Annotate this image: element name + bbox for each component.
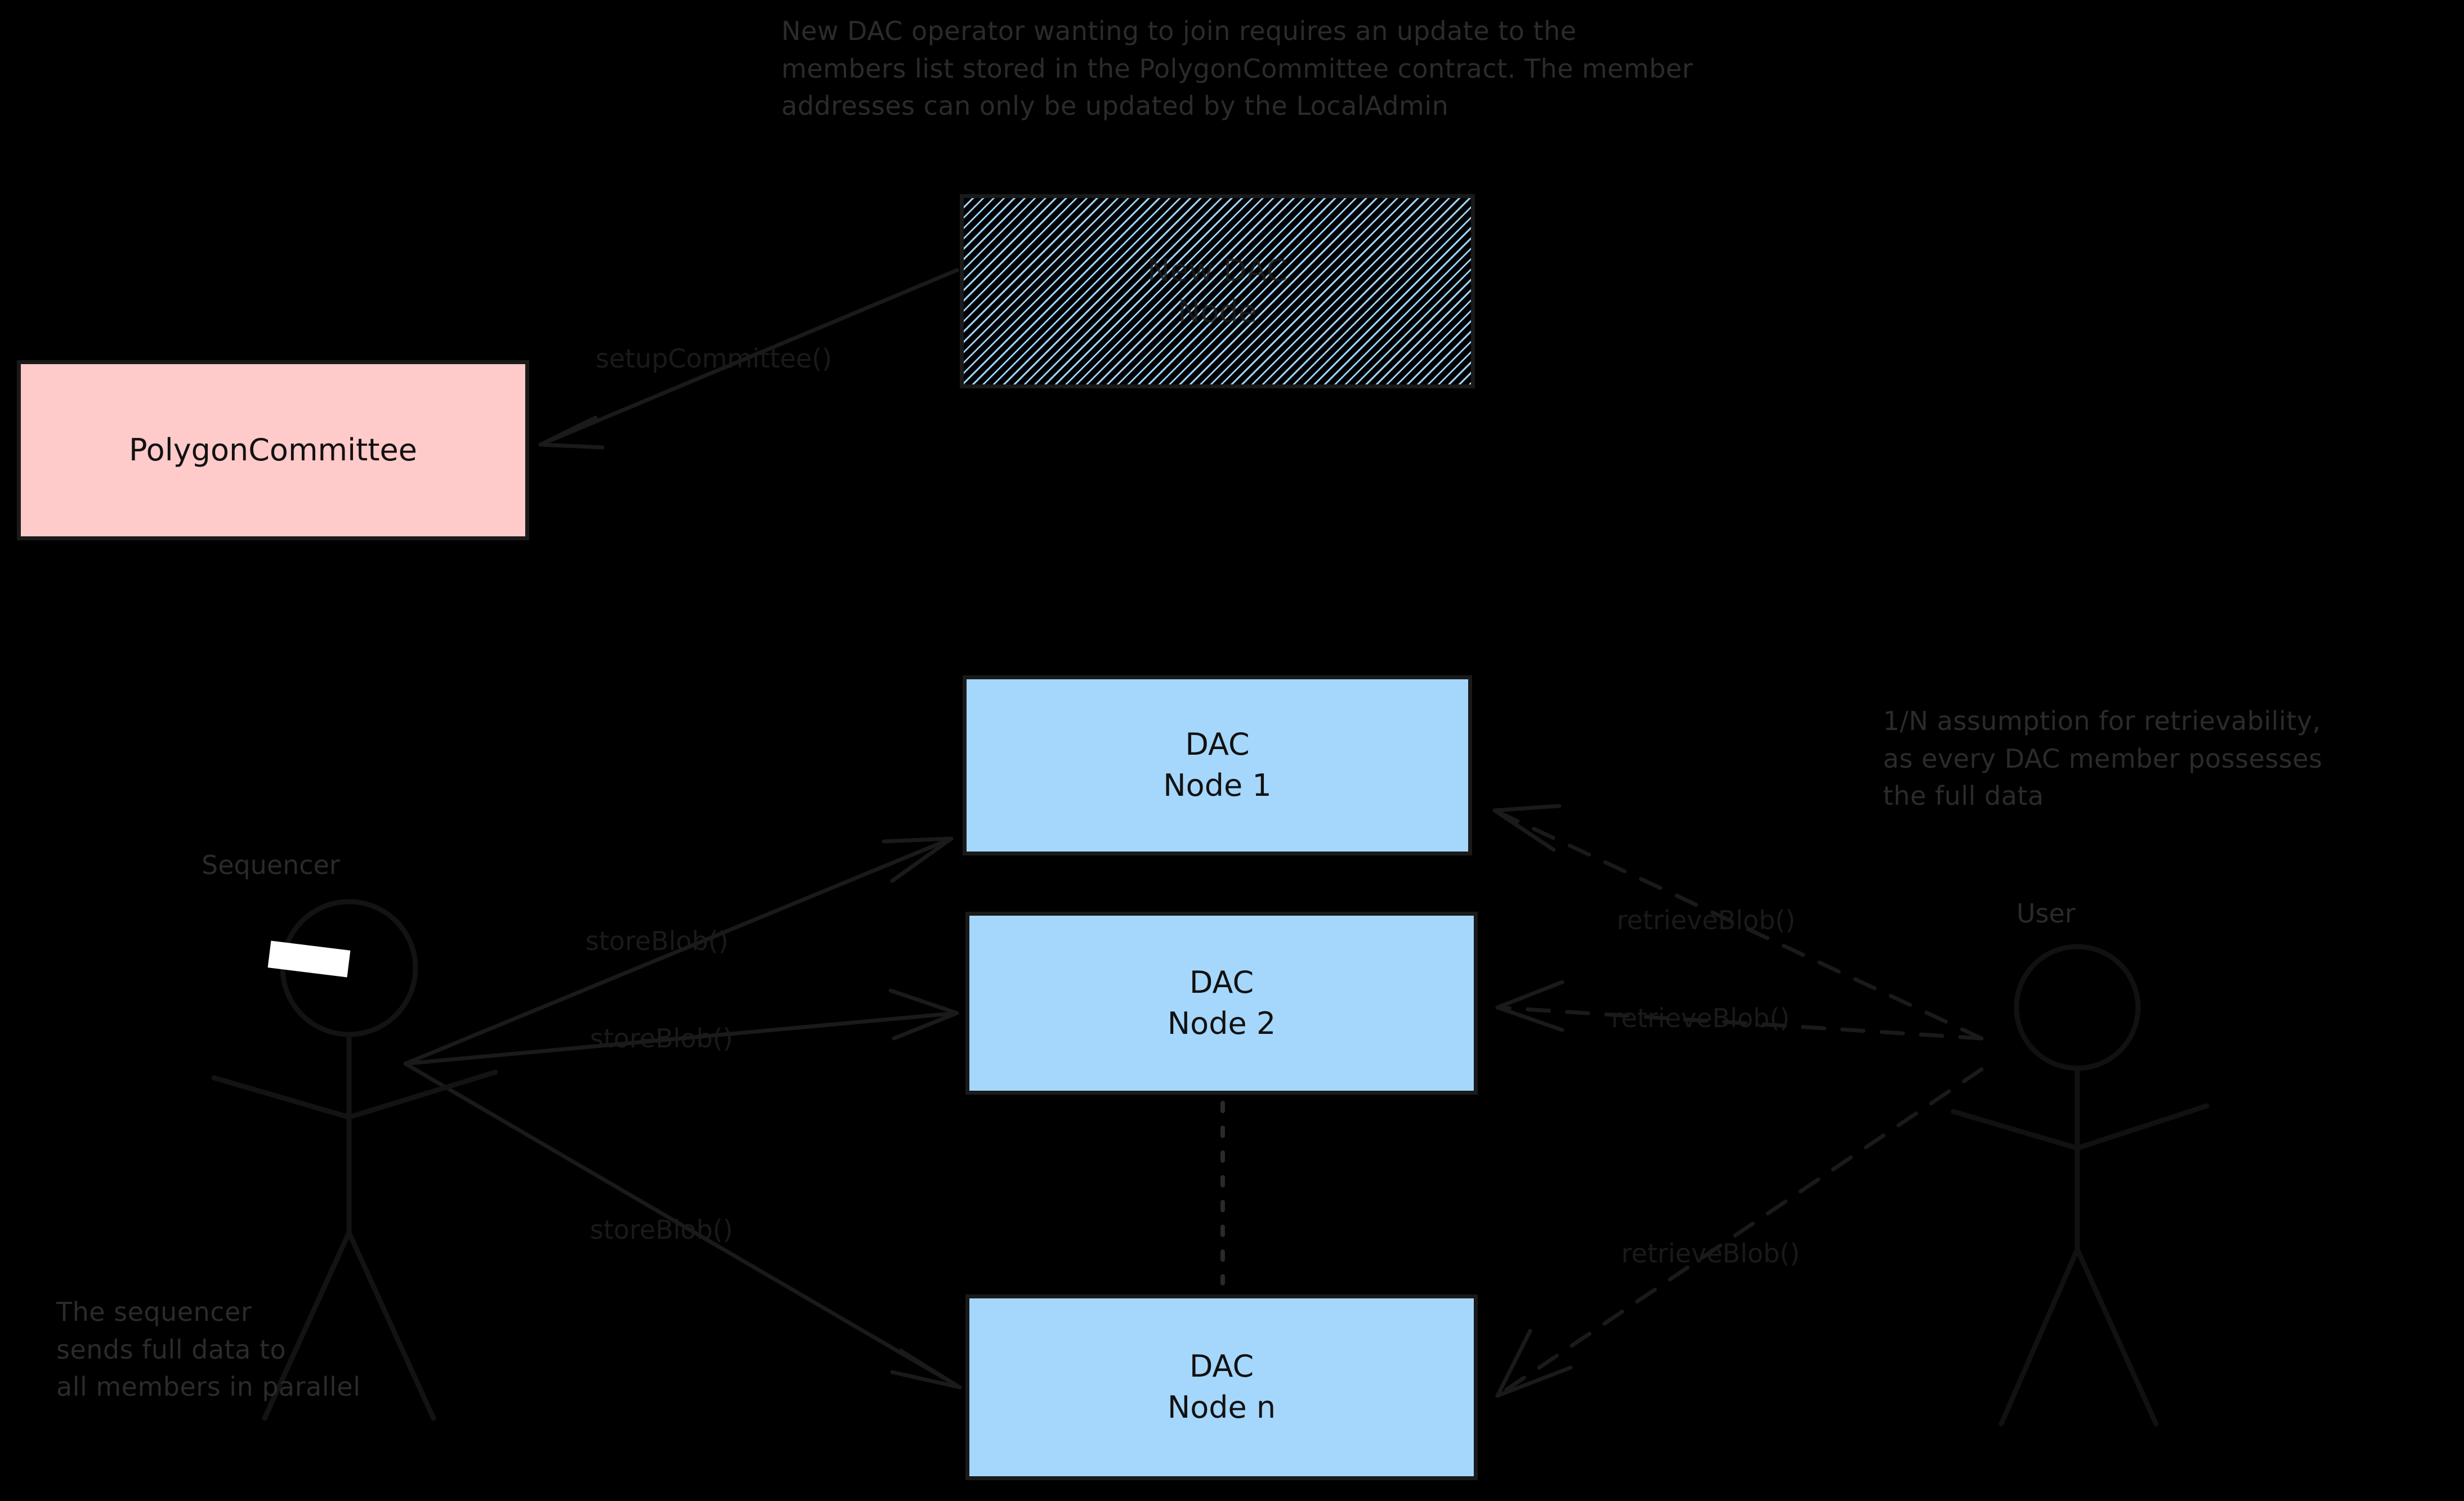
- dac-node-1-label-line1: DAC: [1185, 727, 1250, 763]
- dac-node-n-label-line2: Node n: [1167, 1390, 1276, 1425]
- annotation-bottom-left-note: The sequencer sends full data to all mem…: [56, 1297, 361, 1403]
- edge-retrieve-blob-2: [1495, 980, 1984, 1041]
- annotation-right-note: 1/N assumption for retrievability, as ev…: [1883, 706, 2323, 812]
- edge-retrieve-blob-1: [1492, 804, 1984, 1041]
- edge-label-store-blob-n: storeBlob(): [590, 1215, 733, 1245]
- sequencer-actor-label: Sequencer: [202, 850, 340, 880]
- edge-store-blob-n: [403, 1061, 962, 1390]
- edge-label-store-blob-2: storeBlob(): [590, 1023, 733, 1054]
- dac-node-n-box[interactable]: DAC Node n: [965, 1294, 1478, 1480]
- polygon-committee-box[interactable]: PolygonCommittee: [17, 360, 529, 540]
- user-actor-label: User: [2016, 898, 2076, 929]
- user-actor-figure: [1951, 944, 2210, 1427]
- edge-store-blob-1: [403, 836, 954, 1066]
- dac-node-2-box[interactable]: DAC Node 2: [965, 912, 1478, 1095]
- new-dac-node-label-line1: New DAC: [1147, 252, 1288, 288]
- edge-store-blob-2: [403, 988, 959, 1066]
- dac-node-1-box[interactable]: DAC Node 1: [963, 675, 1472, 855]
- dac-node-2-label-line2: Node 2: [1167, 1005, 1276, 1041]
- edge-label-retrieve-blob-n: retrieveBlob(): [1621, 1238, 1800, 1269]
- dac-node-2-label-line1: DAC: [1189, 964, 1254, 1000]
- dac-node-n-label-line1: DAC: [1189, 1348, 1254, 1384]
- edge-setup-committee: [538, 268, 959, 450]
- polygon-committee-label: PolygonCommittee: [129, 432, 417, 468]
- annotation-top-note: New DAC operator wanting to join require…: [781, 16, 1693, 122]
- edge-label-retrieve-blob-2: retrieveBlob(): [1611, 1003, 1790, 1033]
- edge-label-retrieve-blob-1: retrieveBlob(): [1617, 905, 1796, 935]
- new-dac-node-label-line2: Node: [1178, 293, 1257, 329]
- edge-label-store-blob-1: storeBlob(): [585, 926, 728, 956]
- edge-retrieve-blob-n: [1495, 1067, 1984, 1398]
- new-dac-node-box[interactable]: New DAC Node: [960, 194, 1475, 388]
- edge-label-setup-committee: setupCommittee(): [596, 343, 832, 374]
- dac-node-1-label-line2: Node 1: [1163, 768, 1272, 803]
